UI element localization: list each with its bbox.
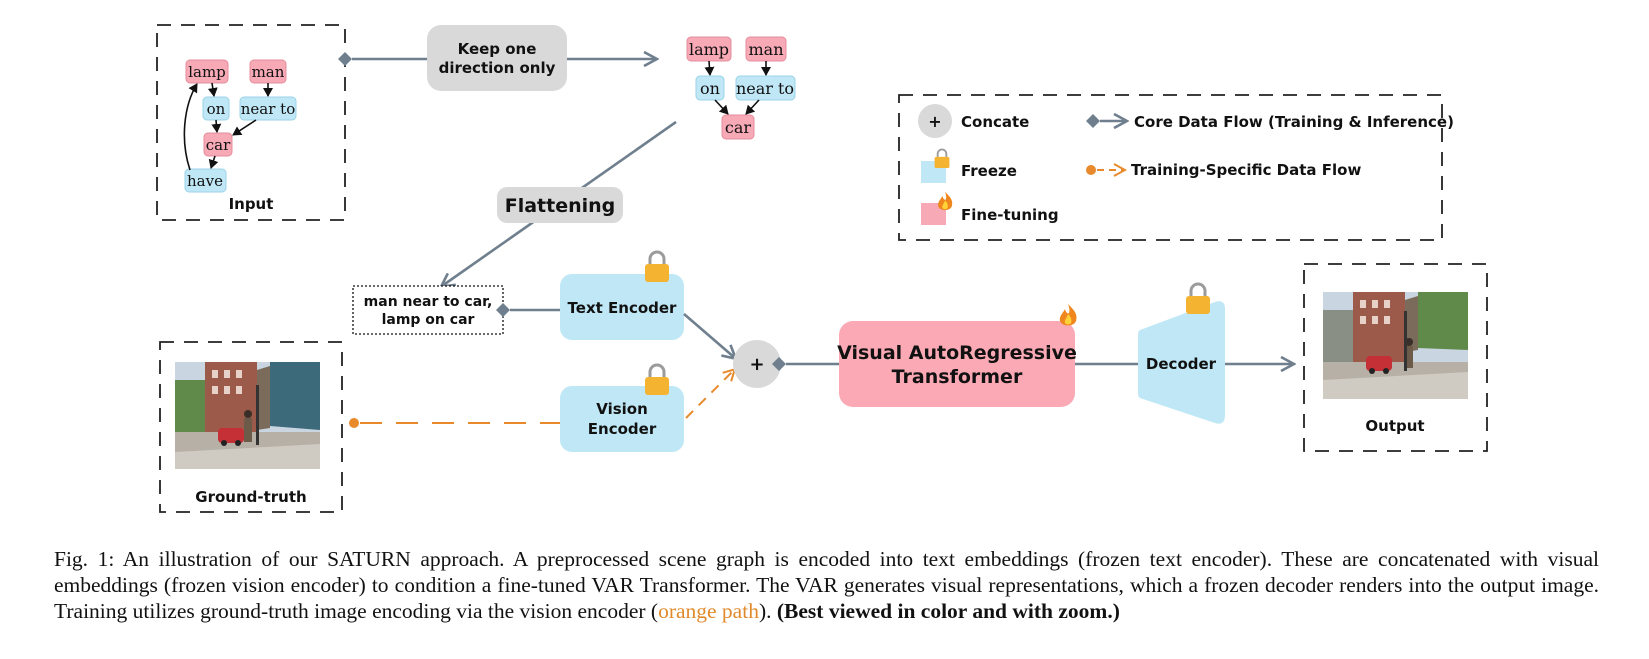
legend-fire-icon <box>938 191 953 211</box>
training-flow-dot <box>349 418 359 428</box>
input-node-on: on <box>207 100 226 118</box>
diagram-canvas: lamp man on near to car have Input Keep … <box>156 24 1488 513</box>
graph-node-near-to-box <box>735 75 796 101</box>
edge-nearto-car <box>232 119 257 136</box>
flattened-text-line2: lamp on car <box>382 312 475 328</box>
input-group: lamp man on near to car have Input <box>156 24 346 221</box>
caption-bold: (Best viewed in color and with zoom.) <box>776 599 1120 623</box>
text-encoder-lock-icon <box>643 250 671 284</box>
graph-node-on-box <box>695 75 725 101</box>
edge-on-car <box>211 119 222 133</box>
input-node-car: car <box>206 136 231 154</box>
vision-encoder-box <box>560 386 684 452</box>
input-node-have: have <box>187 172 223 190</box>
concat-circle <box>733 340 781 388</box>
graph-node-near-to: near to <box>736 79 794 98</box>
ground-truth-frame <box>159 341 343 513</box>
graph-node-car-box <box>721 114 755 140</box>
directed-graph: lamp man on near to car <box>686 36 796 140</box>
decoder-label: Decoder <box>1146 355 1217 373</box>
core-flow-diamond-concat <box>772 357 786 371</box>
legend-core-flow-diamond <box>1086 114 1100 128</box>
legend-concate-label: Concate <box>961 113 1029 131</box>
edge-lamp-on <box>207 82 218 97</box>
input-node-near-to: near to <box>241 100 295 118</box>
input-label: Input <box>229 195 274 213</box>
vision-encoder-lock-icon <box>643 363 671 397</box>
flattened-text-line1: man near to car, <box>364 294 493 310</box>
input-node-lamp-box <box>185 59 229 84</box>
graph-node-on: on <box>700 79 720 98</box>
graph-node-car: car <box>725 118 752 137</box>
figure-caption: Fig. 1: An illustration of our SATURN ap… <box>54 546 1599 624</box>
legend-lock-icon <box>934 148 950 169</box>
concat-symbol: + <box>749 354 764 375</box>
output-frame <box>1303 263 1488 452</box>
ground-truth-label: Ground-truth <box>195 488 306 506</box>
legend-finetune-label: Fine-tuning <box>961 206 1059 224</box>
legend-training-flow-label: Training-Specific Data Flow <box>1131 161 1361 179</box>
edge-car-have <box>208 155 219 169</box>
caption-part1: Fig. 1: An illustration of our SATURN ap… <box>54 547 1599 623</box>
graph-edge-nearto-car <box>745 99 760 115</box>
legend-frame <box>898 94 1443 241</box>
training-flow-vision-to-concat <box>685 370 734 419</box>
core-flow-text-to-concat <box>683 313 735 358</box>
flattening-box <box>497 187 623 223</box>
text-encoder-label: Text Encoder <box>568 299 678 317</box>
ground-truth-image <box>175 362 320 469</box>
var-transformer-line2: Transformer <box>892 366 1023 388</box>
legend: + Concate Freeze Fine-tuning Core Data F… <box>898 94 1454 241</box>
caption-orange-path: orange path <box>658 599 759 623</box>
input-node-near-to-box <box>239 96 297 121</box>
keep-direction-box <box>427 25 567 91</box>
legend-freeze-label: Freeze <box>961 162 1017 180</box>
legend-concate-symbol: + <box>928 112 941 131</box>
var-transformer-box <box>839 321 1075 407</box>
output-image <box>1323 292 1468 399</box>
var-transformer-fire-icon <box>1059 304 1077 326</box>
output-label: Output <box>1365 417 1424 435</box>
legend-training-flow-dot <box>1086 165 1096 175</box>
input-node-car-box <box>203 132 233 157</box>
flattened-text-box <box>352 285 504 335</box>
vision-encoder-line1: Vision <box>596 400 648 418</box>
input-node-have-box <box>184 168 227 193</box>
input-node-lamp: lamp <box>188 63 226 81</box>
vision-encoder-line2: Encoder <box>588 420 657 438</box>
graph-node-man: man <box>748 40 783 59</box>
graph-node-lamp: lamp <box>689 40 729 59</box>
caption-part2: ). <box>758 599 777 623</box>
text-encoder-box <box>560 274 684 340</box>
edge-have-lamp <box>183 83 198 171</box>
var-transformer-line1: Visual AutoRegressive <box>837 342 1077 364</box>
decoder-shape <box>1138 301 1225 424</box>
legend-concate-circle <box>918 104 952 138</box>
legend-finetune-swatch <box>921 203 946 225</box>
graph-edge-on-car <box>714 99 729 115</box>
core-flow-diamond-input <box>338 52 352 66</box>
graph-edge-lamp-on <box>704 60 715 76</box>
flattening-label: Flattening <box>505 195 616 217</box>
core-flow-diamond-text <box>496 303 510 317</box>
legend-core-flow-label: Core Data Flow (Training & Inference) <box>1134 113 1454 131</box>
input-node-man: man <box>252 63 285 81</box>
decoder-lock-icon <box>1184 282 1212 316</box>
keep-direction-line1: Keep one <box>458 40 537 58</box>
keep-direction-line2: direction only <box>439 59 556 77</box>
